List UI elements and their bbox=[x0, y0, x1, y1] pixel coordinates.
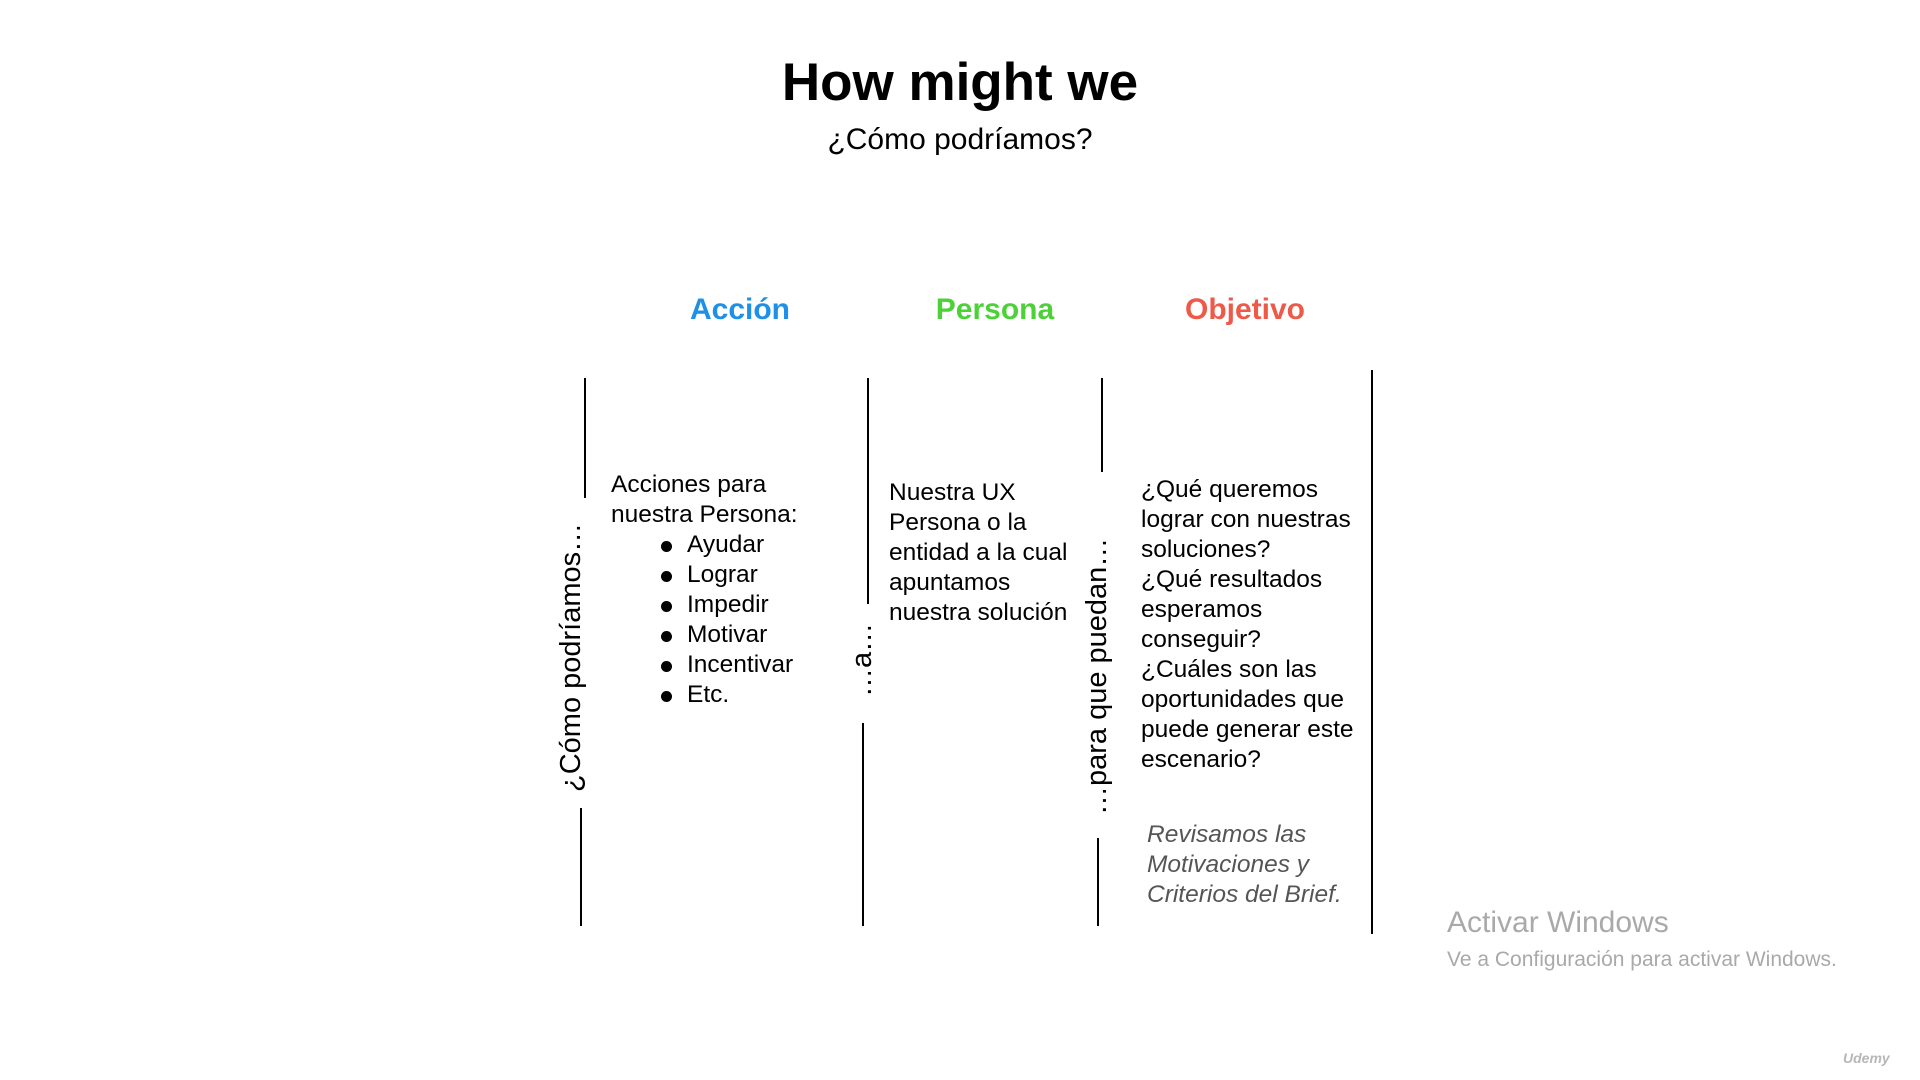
list-item: Lograr bbox=[661, 560, 831, 590]
divider-left-top bbox=[584, 378, 586, 498]
bullet-icon bbox=[661, 691, 672, 702]
bullet-icon bbox=[661, 661, 672, 672]
header-persona: Persona bbox=[935, 293, 1055, 326]
bullet-icon bbox=[661, 541, 672, 552]
bullet-icon bbox=[661, 601, 672, 612]
objetivo-description: ¿Qué queremos lograr con nuestras soluci… bbox=[1141, 476, 1354, 773]
list-item: Motivar bbox=[661, 620, 831, 650]
list-item: Etc. bbox=[661, 680, 831, 710]
objetivo-note: Revisamos las Motivaciones y Criterios d… bbox=[1147, 821, 1342, 908]
persona-description: Nuestra UX Persona o la entidad a la cua… bbox=[889, 479, 1068, 626]
accion-intro-line2: nuestra Persona: bbox=[611, 501, 798, 528]
activation-watermark-title: Activar Windows bbox=[1447, 906, 1669, 939]
divider-right bbox=[1371, 370, 1373, 934]
accion-description: Acciones para nuestra Persona: Ayudar Lo… bbox=[611, 470, 831, 710]
slide-title: How might we bbox=[781, 53, 1139, 112]
divider-para-top bbox=[1101, 378, 1103, 472]
connector-a: …a… bbox=[846, 622, 878, 697]
bullet-icon bbox=[661, 571, 672, 582]
activation-watermark-subtitle: Ve a Configuración para activar Windows. bbox=[1447, 948, 1837, 971]
divider-a-top bbox=[867, 378, 869, 604]
accion-intro-line1: Acciones para bbox=[611, 471, 767, 498]
slide-subtitle: ¿Cómo podríamos? bbox=[827, 123, 1093, 156]
divider-left-bottom bbox=[580, 808, 582, 926]
accion-list: Ayudar Lograr Impedir Motivar Incentivar… bbox=[661, 530, 831, 710]
connector-como-podriamos: ¿Cómo podríamos… bbox=[555, 522, 587, 792]
header-objetivo: Objetivo bbox=[1184, 293, 1305, 326]
divider-para-bottom bbox=[1097, 838, 1099, 926]
bullet-icon bbox=[661, 631, 672, 642]
list-item: Incentivar bbox=[661, 650, 831, 680]
header-accion: Acción bbox=[689, 293, 791, 326]
list-item: Impedir bbox=[661, 590, 831, 620]
divider-a-bottom bbox=[862, 723, 864, 926]
udemy-logo: Udemy bbox=[1843, 1050, 1890, 1066]
list-item: Ayudar bbox=[661, 530, 831, 560]
